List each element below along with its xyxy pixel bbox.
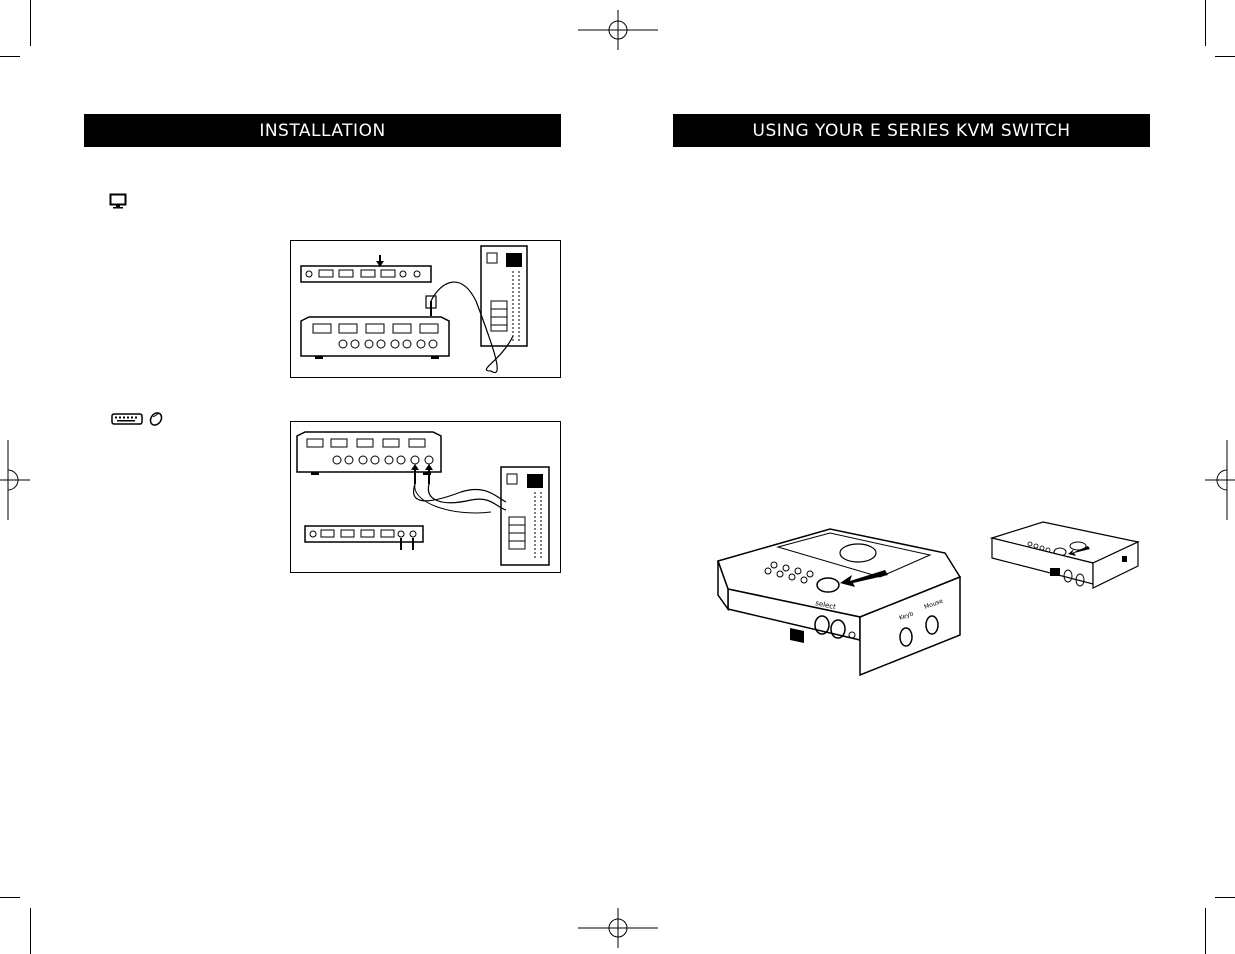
keyboard-icon	[111, 413, 143, 425]
registration-mark-left	[0, 440, 30, 520]
kvm-switch-header-text: USING YOUR E SERIES KVM SWITCH	[752, 120, 1071, 141]
crop-mark	[0, 56, 20, 57]
kvm-switch-large-illustration: select Keyb Mouse	[717, 528, 962, 677]
monitor-icon	[109, 193, 127, 209]
crop-mark	[1215, 56, 1235, 57]
crop-mark	[1205, 0, 1206, 46]
keyb-port-label: Keyb	[898, 610, 914, 622]
monitor-connection-figure	[290, 240, 561, 378]
crop-mark	[1205, 908, 1206, 954]
crop-mark	[0, 897, 20, 898]
kvm-switch-small-illustration	[989, 521, 1140, 589]
registration-mark-bottom	[578, 908, 658, 948]
registration-mark-top	[578, 10, 658, 50]
registration-mark-right	[1205, 440, 1235, 520]
crop-mark	[30, 908, 31, 954]
crop-mark	[30, 0, 31, 46]
installation-header-text: INSTALLATION	[259, 120, 386, 141]
crop-mark	[1215, 897, 1235, 898]
mouse-icon	[149, 412, 163, 426]
keyboard-mouse-connection-figure	[290, 421, 561, 573]
kvm-switch-header: USING YOUR E SERIES KVM SWITCH	[673, 114, 1150, 147]
installation-header: INSTALLATION	[84, 114, 561, 147]
